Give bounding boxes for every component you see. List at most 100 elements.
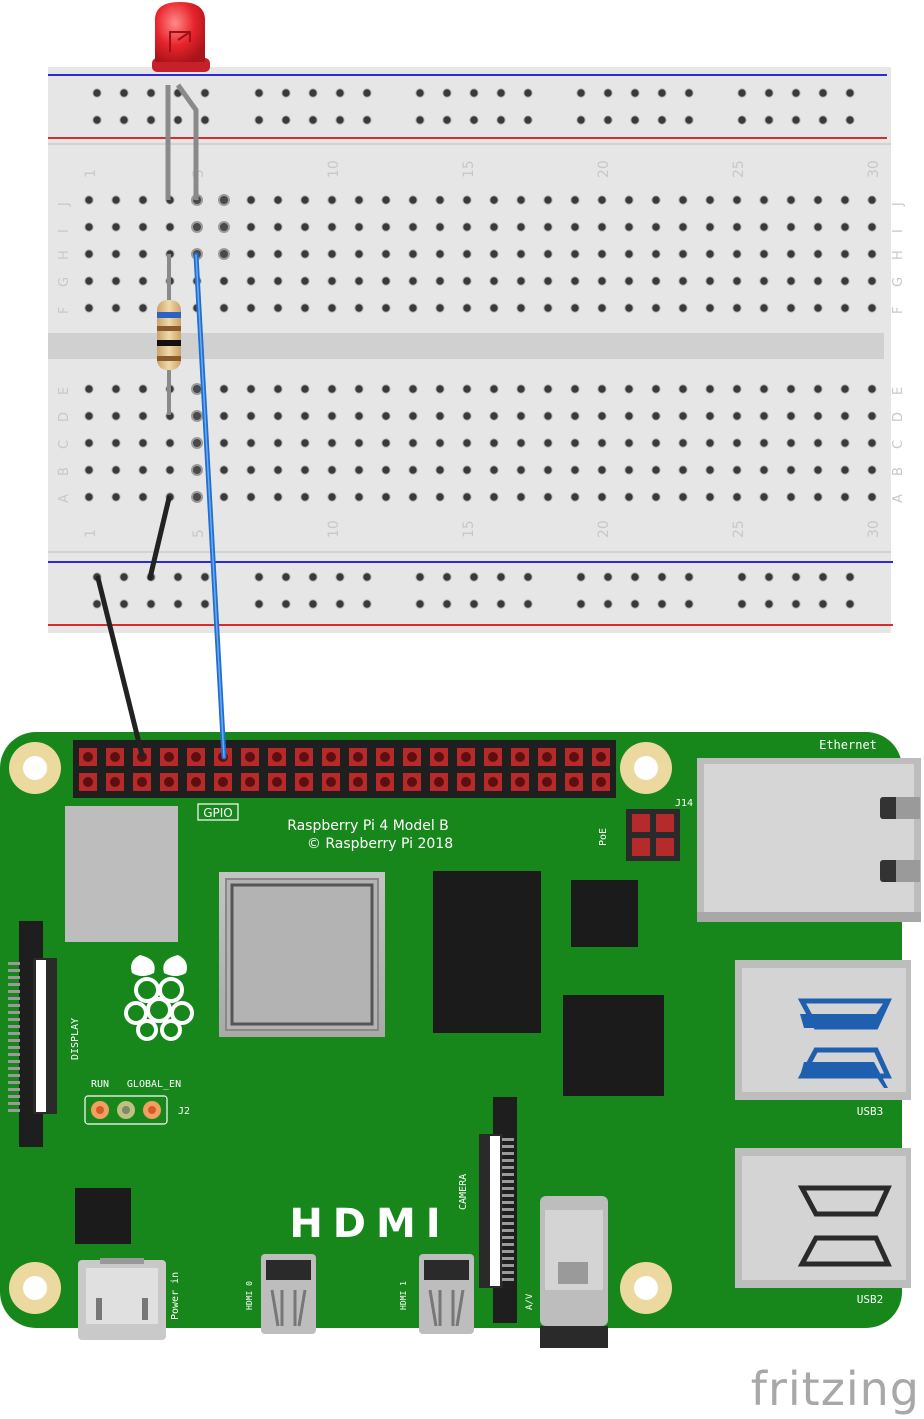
breadboard-hole <box>246 222 256 232</box>
col-num-5-bottom: 5 <box>191 529 207 538</box>
rail-hole <box>791 115 801 125</box>
breadboard-hole <box>435 465 445 475</box>
j2-header <box>84 1095 168 1125</box>
breadboard-hole <box>84 303 94 313</box>
rail-hole <box>496 599 506 609</box>
rail-hole <box>469 572 479 582</box>
breadboard-hole <box>813 411 823 421</box>
breadboard-hole <box>138 492 148 502</box>
breadboard-hole <box>840 465 850 475</box>
breadboard-hole <box>732 411 742 421</box>
breadboard-hole <box>705 438 715 448</box>
breadboard-hole <box>624 438 634 448</box>
column-numbers-top: 1 5 10 15 20 25 30 <box>83 160 882 178</box>
breadboard-hole <box>867 195 877 205</box>
rail-hole <box>362 115 372 125</box>
breadboard-hole <box>759 411 769 421</box>
breadboard-hole <box>273 195 283 205</box>
breadboard-hole <box>84 438 94 448</box>
rail-hole <box>92 88 102 98</box>
breadboard-hole <box>138 195 148 205</box>
breadboard-hole <box>732 195 742 205</box>
breadboard-hole <box>218 221 230 233</box>
breadboard-hole <box>327 411 337 421</box>
breadboard-hole <box>489 438 499 448</box>
breadboard-hole <box>408 276 418 286</box>
rail-hole <box>308 572 318 582</box>
breadboard-hole <box>840 276 850 286</box>
breadboard-hole <box>543 411 553 421</box>
breadboard-hole <box>462 222 472 232</box>
breadboard-hole <box>624 411 634 421</box>
breadboard-hole <box>300 492 310 502</box>
rail-hole <box>442 599 452 609</box>
rail-hole <box>818 115 828 125</box>
rail-hole <box>737 115 747 125</box>
breadboard-hole <box>651 438 661 448</box>
breadboard-hole <box>813 384 823 394</box>
breadboard-hole <box>435 276 445 286</box>
col-num-30: 30 <box>866 160 882 178</box>
breadboard-hole <box>246 249 256 259</box>
breadboard-hole <box>759 438 769 448</box>
col-num-10-bottom: 10 <box>326 520 342 538</box>
rail-hole <box>523 88 533 98</box>
rail-hole <box>173 115 183 125</box>
rail-hole <box>119 572 129 582</box>
row-letter-e-left: E <box>57 387 72 395</box>
breadboard-hole <box>840 492 850 502</box>
breadboard-hole <box>84 276 94 286</box>
rail-hole <box>442 88 452 98</box>
breadboard-hole <box>624 222 634 232</box>
breadboard-hole <box>570 438 580 448</box>
breadboard-hole <box>597 465 607 475</box>
breadboard-hole <box>381 411 391 421</box>
j14-label: J14 <box>675 798 693 809</box>
column-numbers-bottom: 1 5 10 15 20 25 30 <box>83 520 882 538</box>
hdmi-0-port <box>261 1254 316 1334</box>
rail-hole <box>684 572 694 582</box>
breadboard-hole <box>138 384 148 394</box>
row-letter-b-left: B <box>57 467 72 476</box>
breadboard-hole <box>516 249 526 259</box>
rail-hole <box>630 572 640 582</box>
breadboard-hole <box>246 411 256 421</box>
rail-hole <box>308 88 318 98</box>
breadboard-hole <box>732 465 742 475</box>
rail-hole <box>818 599 828 609</box>
row-letter-f-right: F <box>891 307 906 314</box>
rail-hole <box>119 88 129 98</box>
hdmi-1-label: HDMI 1 <box>399 1281 408 1310</box>
breadboard-hole <box>570 222 580 232</box>
breadboard-hole <box>381 276 391 286</box>
breadboard-hole <box>381 195 391 205</box>
row-letter-j-left: J <box>57 202 72 207</box>
breadboard-hole <box>435 303 445 313</box>
breadboard-hole <box>813 276 823 286</box>
breadboard-hole <box>273 438 283 448</box>
breadboard-hole <box>462 411 472 421</box>
gpio-pins <box>79 748 610 791</box>
breadboard-hole <box>138 276 148 286</box>
breadboard-hole <box>651 465 661 475</box>
center-channel <box>48 333 884 359</box>
breadboard-hole <box>867 438 877 448</box>
breadboard-hole <box>813 222 823 232</box>
rail-hole <box>146 88 156 98</box>
row-letters-left: J I H G F E D C B A <box>57 202 72 503</box>
breadboard-hole <box>489 249 499 259</box>
breadboard-hole <box>462 438 472 448</box>
breadboard-hole <box>813 195 823 205</box>
breadboard-hole <box>435 438 445 448</box>
rail-hole <box>603 115 613 125</box>
fritzing-watermark: fritzing <box>751 1362 920 1416</box>
ram-chip <box>433 871 541 1033</box>
led-anode-leg <box>175 83 199 200</box>
rail-hole <box>845 115 855 125</box>
breadboard-hole <box>705 465 715 475</box>
rail-hole <box>818 572 828 582</box>
global-en-label: GLOBAL_EN <box>127 1079 181 1090</box>
breadboard-hole <box>191 410 203 422</box>
breadboard-hole <box>624 492 634 502</box>
breadboard-hole <box>218 194 230 206</box>
